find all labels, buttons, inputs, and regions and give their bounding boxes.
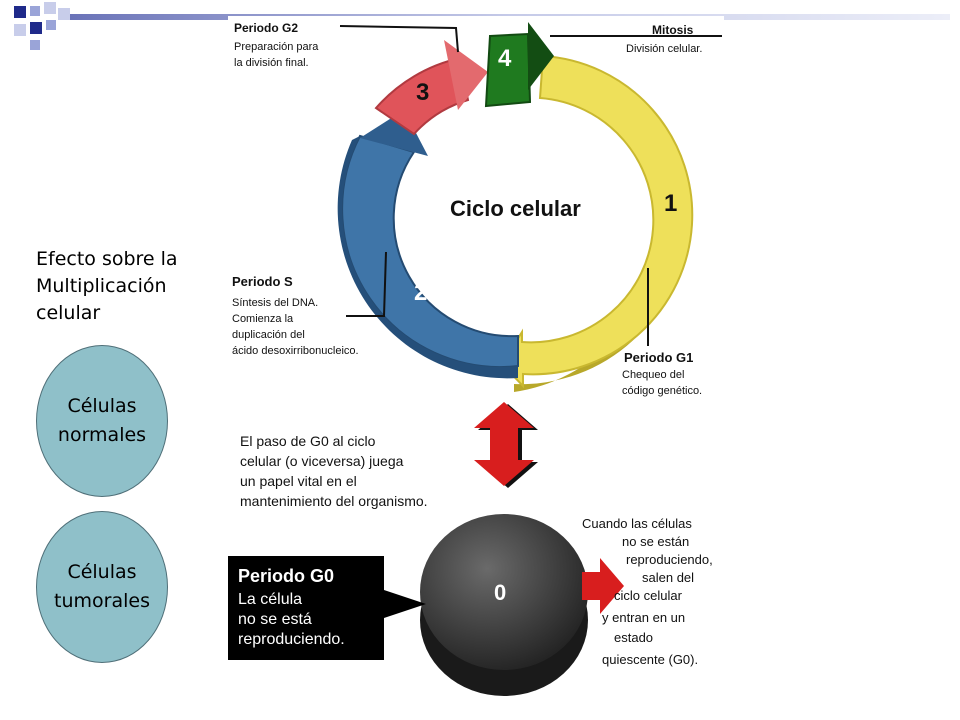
side-heading-line: Efecto sobre la <box>36 248 178 270</box>
g0-label-box <box>228 556 384 660</box>
oval-label: normales <box>57 424 147 446</box>
ring-g2-arrowhead <box>444 40 488 110</box>
label-mitosis-line: División celular. <box>626 43 702 55</box>
g0-label-pointer <box>384 590 426 618</box>
cycle-title: Ciclo celular <box>450 196 581 221</box>
g0-right-line: reproduciendo, <box>626 552 713 567</box>
paso-text-line: mantenimiento del organismo. <box>240 493 428 509</box>
g0-right-line: y entran en un <box>602 610 685 625</box>
label-s-line: ácido desoxirribonucleico. <box>232 345 359 357</box>
side-heading-line: Multiplicación <box>36 275 167 297</box>
label-g2-line: Preparación para <box>234 41 319 53</box>
corner-squares-decoration <box>14 2 70 50</box>
cell-cycle-svg: 1 2 3 4 Ciclo celular Periodo G2 Prepara… <box>228 16 724 700</box>
ring-segment-g1 <box>500 54 694 389</box>
label-s-line: duplicación del <box>232 329 305 341</box>
side-heading: Efecto sobre la Multiplicación celular <box>36 246 178 327</box>
oval-normal-cells: Células normales <box>36 345 168 497</box>
phase-number-m: 4 <box>498 45 512 72</box>
label-g1-title: Periodo G1 <box>624 350 693 365</box>
leader-line-s <box>346 251 387 317</box>
label-s-title: Periodo S <box>232 274 293 289</box>
g0-box-line: no se está <box>238 611 312 628</box>
g0-box-line: La célula <box>238 591 302 608</box>
ring-segment-mitosis <box>484 32 532 108</box>
label-g2-title: Periodo G2 <box>234 21 298 35</box>
label-g2-line: la división final. <box>234 57 309 69</box>
phase-number-g2: 3 <box>416 79 429 106</box>
paso-text-line: El paso de G0 al ciclo <box>240 433 376 449</box>
paso-text-line: celular (o viceversa) juega <box>240 453 404 469</box>
phase-number-g1: 1 <box>664 190 677 217</box>
label-mitosis-title: Mitosis <box>652 23 694 37</box>
g0-box-title: Periodo G0 <box>238 566 334 586</box>
g0-box-line: reproduciendo. <box>238 631 345 648</box>
label-s-line: Comienza la <box>232 313 294 325</box>
g0-right-line: salen del <box>642 570 694 585</box>
ring-s-arrowhead <box>360 110 428 156</box>
label-g1-line: Chequeo del <box>622 369 684 381</box>
label-g1-line: código genético. <box>622 385 702 397</box>
oval-label: Células <box>67 395 137 417</box>
g0-right-line: estado <box>614 630 653 645</box>
double-arrow-icon <box>474 402 538 488</box>
leader-line-g2 <box>339 25 459 53</box>
cell-cycle-figure: 1 2 3 4 Ciclo celular Periodo G2 Prepara… <box>228 16 724 700</box>
oval-label: tumorales <box>54 590 150 612</box>
phase-number-g0: 0 <box>494 580 506 605</box>
paso-text-line: un papel vital en el <box>240 473 357 489</box>
side-heading-line: celular <box>36 302 101 324</box>
g0-right-line: ciclo celular <box>614 588 683 603</box>
g0-disc <box>420 514 588 670</box>
oval-label: Células <box>67 561 137 583</box>
g0-exit-arrow-icon <box>582 558 624 614</box>
g0-right-line: no se están <box>622 534 689 549</box>
g0-right-line: Cuando las células <box>582 516 692 531</box>
oval-tumor-cells: Células tumorales <box>36 511 168 663</box>
phase-number-s: 2 <box>414 279 427 306</box>
ring-s-side <box>337 136 518 379</box>
label-s-line: Síntesis del DNA. <box>232 297 318 309</box>
g0-right-line: quiescente (G0). <box>602 652 698 667</box>
ring-mitosis-arrowhead <box>528 22 554 90</box>
